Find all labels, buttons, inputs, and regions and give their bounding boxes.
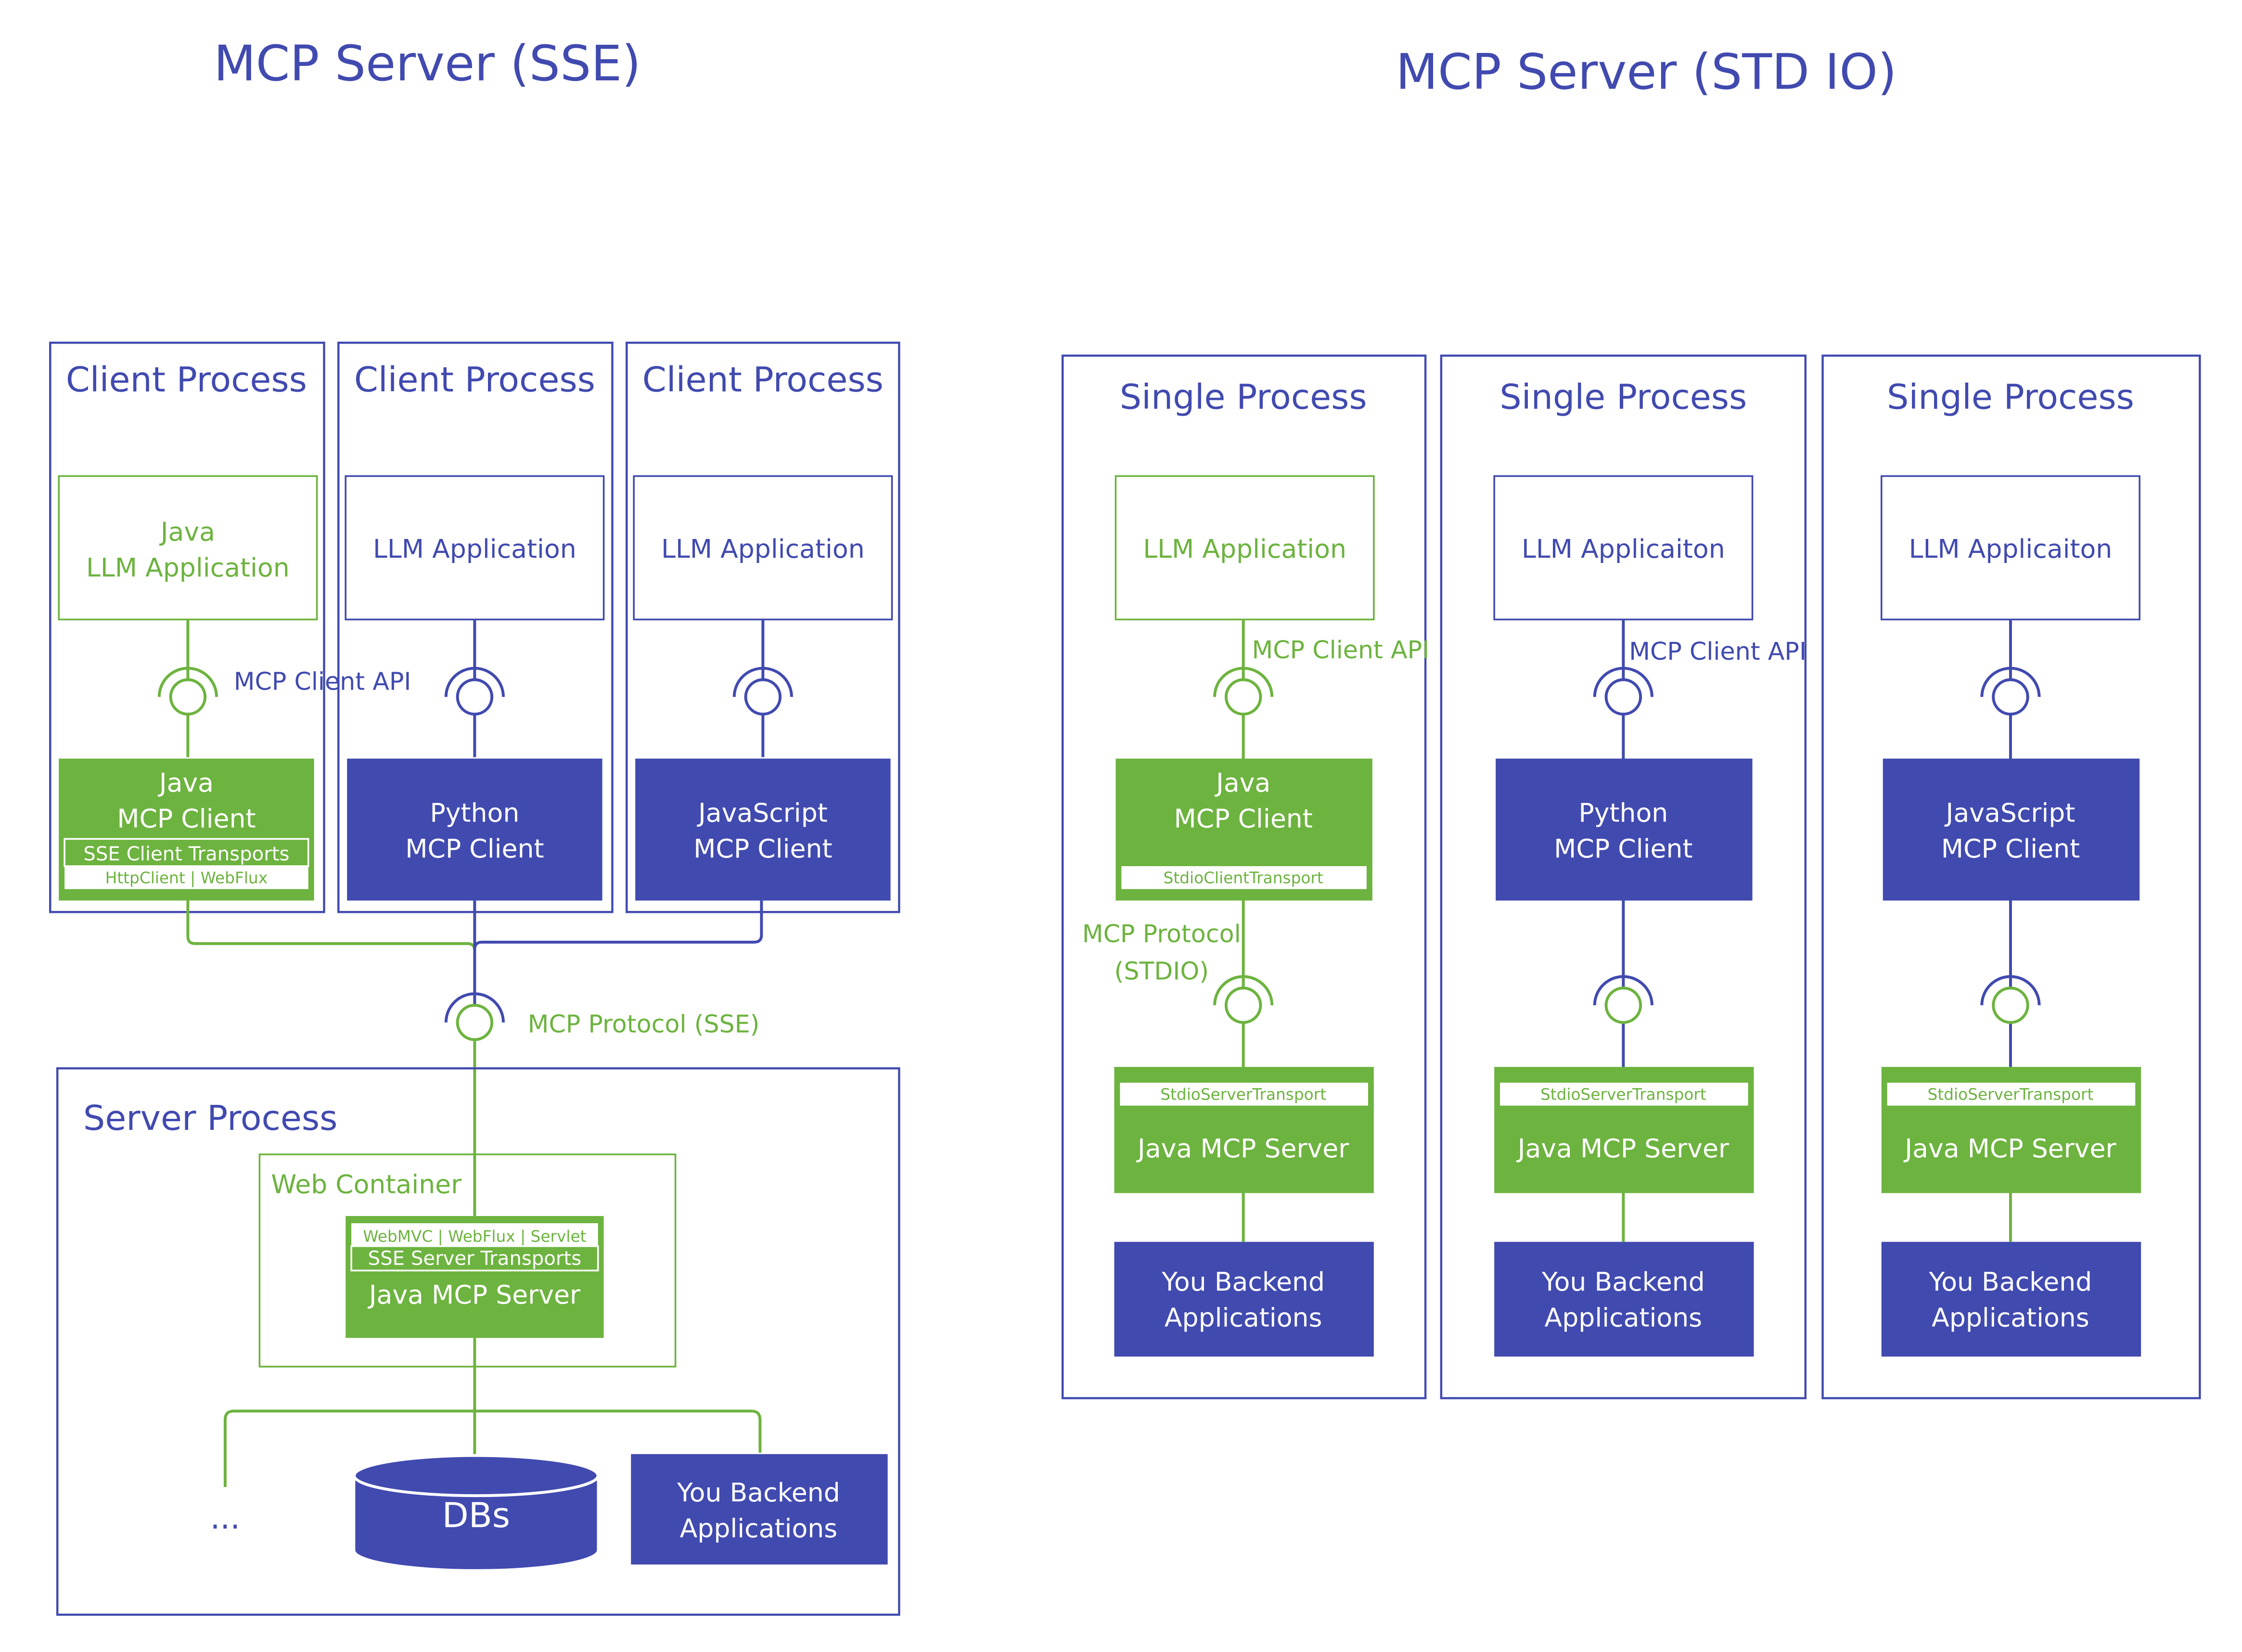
webmvc-box [351,1223,598,1246]
backend-applications-label: You Backend [1929,1267,2092,1297]
mcp-protocol-stdio-label: (STDIO) [1115,957,1209,985]
java-mcp-server-label: Java MCP Server [368,1280,581,1310]
ellipsis-label: ... [210,1500,241,1537]
stdio-protocol-interface-icon [1980,975,2041,1024]
mcp-protocol-sse-label: MCP Protocol (SSE) [528,1010,760,1038]
server-process-frame [56,1067,900,1616]
stdio-server-transport-label: StdioServerTransport [1928,1086,2094,1104]
http-webflux-box [64,866,308,889]
llm-application-label: LLM Applicaiton [1909,534,2113,564]
llm-application-label: LLM Application [661,534,865,564]
python-mcp-client-label: MCP Client [405,833,544,864]
webmvc-label: WebMVC | WebFlux | Servlet [363,1228,586,1246]
java-mcp-client-label: MCP Client [117,803,256,833]
backend-applications-box [1494,1242,1754,1357]
javascript-mcp-client-box [635,758,891,901]
stdio-client-transport-label: StdioClientTransport [1164,869,1323,887]
mcp-client-api-label: MCP Client API [1629,637,1806,666]
mcp-client-api-label: MCP Client API [234,667,411,695]
web-container-frame [258,1153,677,1368]
client-api-interface-icon [1593,666,1653,716]
single-process-label: Single Process [1499,377,1747,417]
backends-fork-line [223,1409,762,1487]
stdio-title: MCP Server (STD IO) [1396,44,1897,101]
stdio-server-transport-box [1120,1082,1368,1106]
javascript-mcp-client-box [1883,758,2140,901]
java-mcp-server-label: Java MCP Server [1903,1133,2116,1164]
stdio-protocol-interface-icon [1213,975,1274,1024]
stdio-client-transport-box [1121,866,1367,889]
java-llm-application-label: Java [159,516,215,547]
backend-applications-label: Applications [680,1513,838,1544]
stdio-server-transport-box [1887,1082,2136,1106]
backend-applications-label: Applications [1545,1303,1703,1333]
client-api-interface-icon [444,666,505,716]
backend-applications-label: Applications [1932,1303,2089,1333]
backend-applications-label: Applications [1165,1303,1322,1333]
sse-title: MCP Server (SSE) [214,35,641,92]
server-process-label: Server Process [83,1098,338,1138]
backend-applications-box [1114,1242,1374,1357]
dbs-label: DBs [442,1496,510,1536]
web-container-label: Web Container [271,1169,462,1199]
sse-server-transports-label: SSE Server Transports [368,1247,582,1269]
single-process-frame-python [1440,354,1807,1399]
python-mcp-client-label: Python [430,798,519,828]
dbs-cylinder-icon [353,1454,600,1572]
java-client-connector [186,900,476,951]
python-mcp-client-box [1496,758,1753,901]
llm-application-box [1880,475,2140,621]
java-llm-application-box [58,475,318,621]
llm-application-label: LLM Applicaiton [1522,534,1725,564]
client-process-label: Client Process [66,360,307,400]
client-api-interface-icon [1213,666,1274,716]
client-api-interface-icon [732,666,793,716]
backend-applications-box [1881,1242,2141,1357]
mcp-protocol-stdio-label: MCP Protocol [1082,920,1241,948]
java-mcp-server-label: Java MCP Server [1516,1133,1730,1164]
java-mcp-client-label: MCP Client [1174,803,1312,833]
java-mcp-client-label: Java [158,768,214,798]
single-process-frame-javascript [1821,354,2201,1399]
backend-applications-label: You Backend [1161,1267,1325,1297]
mcp-client-api-label: MCP Client API [1252,636,1430,664]
java-mcp-server-label: Java MCP Server [1136,1133,1349,1164]
javascript-client-connector [473,900,763,949]
llm-application-box [1493,475,1754,621]
single-process-frame-java [1061,354,1427,1399]
sse-client-transports-label: SSE Client Transports [83,843,289,865]
single-process-label: Single Process [1120,377,1367,417]
javascript-mcp-client-label: JavaScript [697,798,828,828]
javascript-mcp-client-label: JavaScript [1945,798,2075,828]
client-api-interface-icon [157,666,218,716]
stdio-server-transport-label: StdioServerTransport [1540,1086,1706,1104]
stdio-server-transport-box [1500,1082,1748,1106]
stdio-server-transport-label: StdioServerTransport [1160,1086,1326,1104]
javascript-mcp-client-label: MCP Client [693,833,832,864]
backend-applications-label: You Backend [1541,1267,1705,1297]
llm-application-label: LLM Application [373,534,577,564]
http-webflux-label: HttpClient | WebFlux [105,869,268,887]
backend-applications-box [631,1454,888,1565]
python-mcp-client-box [347,758,602,901]
llm-application-label: LLM Application [1143,534,1346,564]
llm-application-box [1115,475,1375,621]
stdio-protocol-interface-icon [1593,975,1653,1024]
client-process-label: Client Process [642,360,884,400]
java-mcp-client-label: Java [1215,768,1270,798]
python-mcp-client-label: Python [1578,798,1668,828]
java-llm-application-label: LLM Application [86,552,290,583]
python-mcp-client-label: MCP Client [1554,833,1692,864]
backend-applications-label: You Backend [677,1477,840,1508]
client-process-label: Client Process [354,360,595,400]
single-process-label: Single Process [1887,377,2134,417]
llm-application-box [345,475,605,621]
javascript-mcp-client-label: MCP Client [1941,833,2080,864]
sse-server-transports-box [350,1245,599,1272]
client-api-interface-icon [1980,666,2041,716]
